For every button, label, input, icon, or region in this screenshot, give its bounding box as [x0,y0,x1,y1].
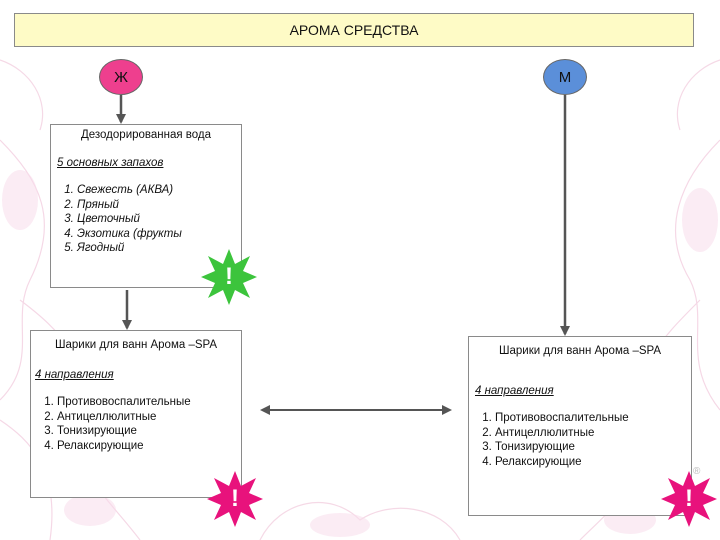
scent-list: Свежесть (АКВА) Пряный Цветочный Экзотик… [51,183,241,256]
box-subheading: 4 направления [475,385,554,397]
box-heading: Шарики для ванн Арома –SPA [498,345,662,357]
list-item: Противовоспалительные [495,411,691,426]
box-subheading: 5 основных запахов [57,157,164,169]
list-item: Антицеллюлитные [57,410,241,425]
list-item: Цветочный [77,212,241,227]
list-item: Тонизирующие [495,440,691,455]
spa-balls-male-box: Шарики для ванн Арома –SPA 4 направления… [468,336,692,516]
list-item: Релаксирующие [495,455,691,470]
alert-star-pink-icon: ! [206,470,264,528]
deodorized-water-box: Дезодорированная вода 5 основных запахов… [50,124,242,288]
registered-mark: ® [693,466,701,477]
list-item: Антицеллюлитные [495,426,691,441]
box-heading: Дезодорированная вода [80,129,212,141]
female-node: Ж [99,59,143,95]
alert-star-pink-icon: ! [660,470,718,528]
direction-list: Противовоспалительные Антицеллюлитные То… [31,395,241,453]
box-heading: Шарики для ванн Арома –SPA [54,339,218,351]
alert-mark: ! [225,263,233,290]
alert-mark: ! [685,485,693,512]
alert-mark: ! [231,485,239,512]
alert-star-green-icon: ! [200,248,258,306]
list-item: Тонизирующие [57,424,241,439]
male-node-label: М [558,68,572,86]
list-item: Ягодный [77,241,241,256]
box-subheading: 4 направления [35,369,114,381]
list-item: Релаксирующие [57,439,241,454]
male-node: М [543,59,587,95]
list-item: Пряный [77,198,241,213]
direction-list: Противовоспалительные Антицеллюлитные То… [469,411,691,469]
diagram-title: АРОМА СРЕДСТВА [14,13,694,47]
list-item: Свежесть (АКВА) [77,183,241,198]
diagram-title-text: АРОМА СРЕДСТВА [289,22,419,38]
list-item: Противовоспалительные [57,395,241,410]
female-node-label: Ж [114,68,128,86]
spa-balls-female-box: Шарики для ванн Арома –SPA 4 направления… [30,330,242,498]
list-item: Экзотика (фрукты [77,227,241,242]
